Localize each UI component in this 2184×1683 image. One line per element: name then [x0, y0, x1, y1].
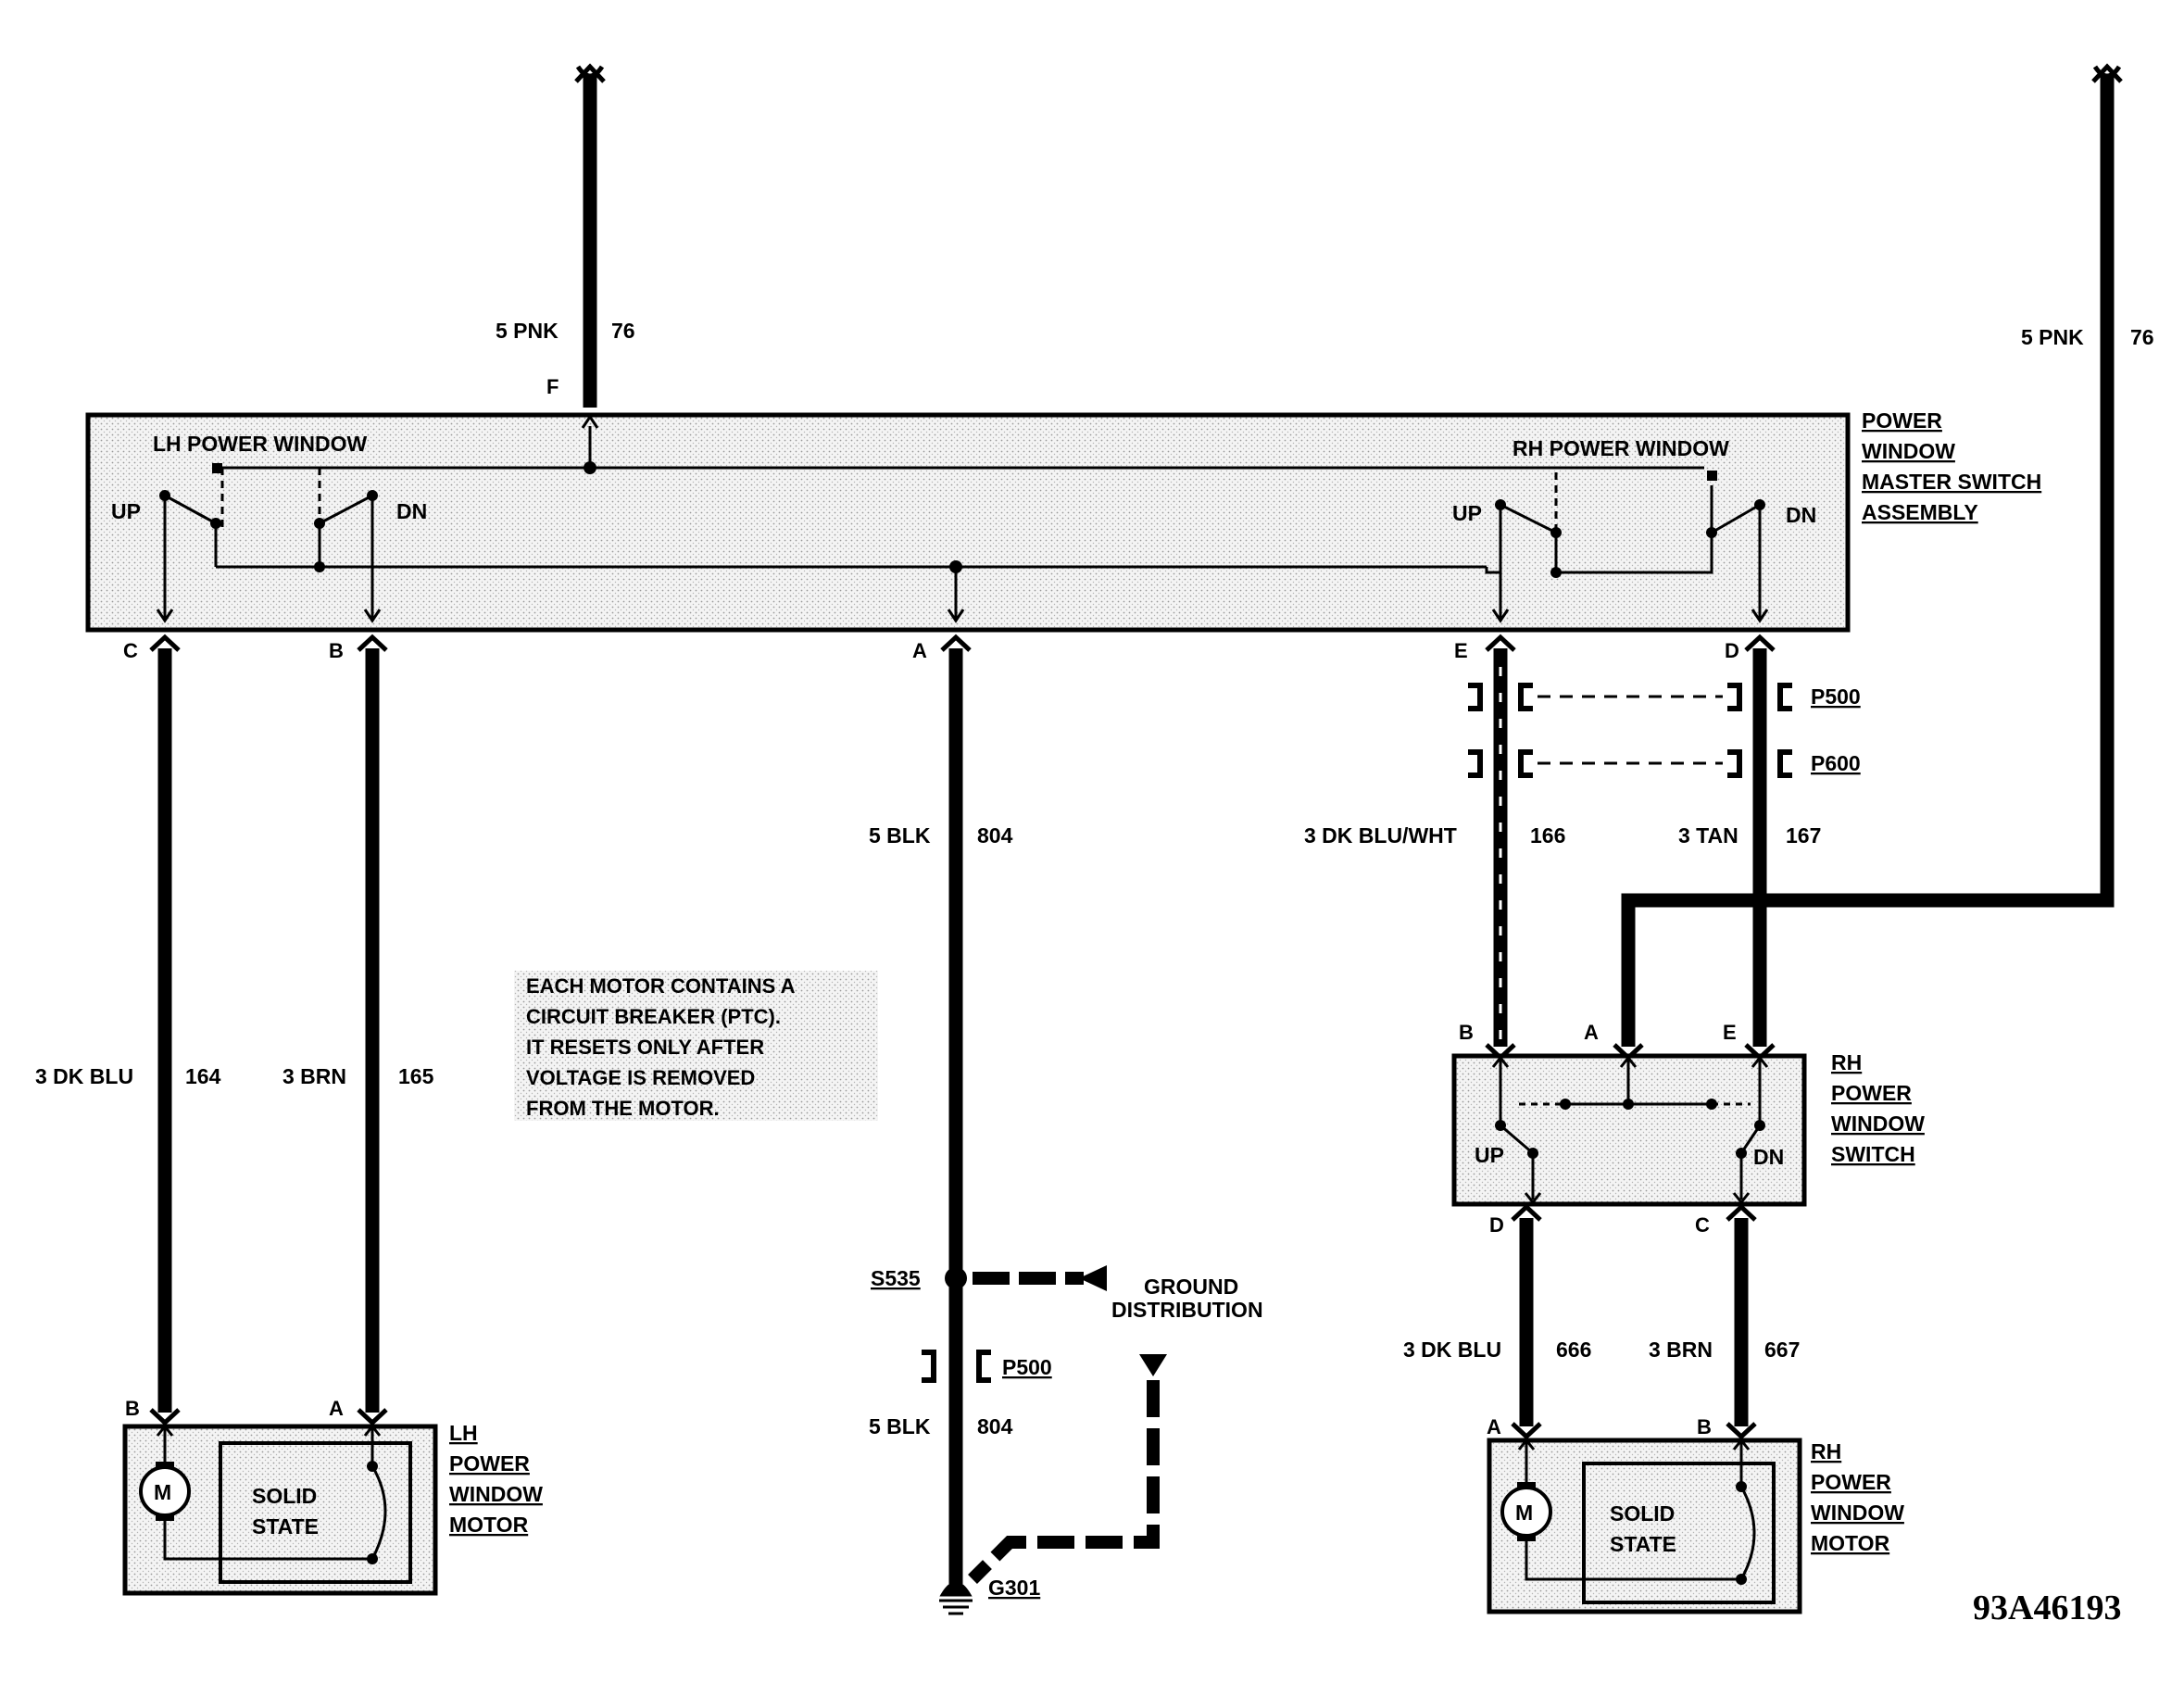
lh-power-window-motor: M SOLID STATE LH POWER WINDOW MOTOR	[122, 1421, 543, 1596]
svg-text:WINDOW: WINDOW	[1811, 1501, 1904, 1525]
ptc-note: EACH MOTOR CONTAINS A CIRCUIT BREAKER (P…	[514, 971, 878, 1121]
svg-text:SWITCH: SWITCH	[1831, 1142, 1915, 1166]
rh-switch-title: RH POWER WINDOW SWITCH	[1831, 1050, 1925, 1166]
lh-solid-state-line-2: STATE	[252, 1514, 319, 1539]
svg-text:CIRCUIT BREAKER (PTC).: CIRCUIT BREAKER (PTC).	[526, 1005, 781, 1028]
rh-power-window-motor: M SOLID STATE RH POWER WINDOW MOTOR	[1487, 1438, 1904, 1614]
svg-text:LH: LH	[449, 1421, 478, 1445]
pin-labels: F C B A E D B A E D C B A A B	[123, 375, 1739, 1438]
svg-text:VOLTAGE IS REMOVED: VOLTAGE IS REMOVED	[526, 1066, 755, 1089]
p600-label: P600	[1811, 751, 1861, 775]
svg-text:804: 804	[977, 823, 1013, 848]
svg-text:MOTOR: MOTOR	[449, 1513, 529, 1537]
svg-text:F: F	[546, 375, 559, 398]
inline-connectors	[922, 683, 1792, 1383]
svg-text:MOTOR: MOTOR	[1811, 1531, 1890, 1555]
svg-text:C: C	[123, 639, 138, 662]
svg-text:EACH MOTOR CONTAINS A: EACH MOTOR CONTAINS A	[526, 974, 796, 998]
svg-text:WINDOW: WINDOW	[449, 1482, 543, 1506]
svg-text:B: B	[1459, 1021, 1474, 1044]
svg-text:76: 76	[2130, 325, 2154, 349]
lh-up-label: UP	[111, 499, 141, 523]
rh-solid-state-line-2: STATE	[1610, 1532, 1676, 1556]
svg-text:666: 666	[1556, 1338, 1591, 1362]
svg-text:RH: RH	[1831, 1050, 1862, 1074]
lh-dn-label: DN	[396, 499, 427, 523]
ground-symbol	[939, 1581, 973, 1615]
svg-text:76: 76	[611, 319, 635, 343]
svg-text:A: A	[1487, 1415, 1501, 1438]
svg-text:5 BLK: 5 BLK	[869, 1414, 931, 1438]
svg-text:164: 164	[185, 1064, 221, 1088]
svg-text:B: B	[1697, 1415, 1712, 1438]
svg-text:B: B	[125, 1397, 140, 1420]
svg-text:POWER: POWER	[1831, 1081, 1912, 1105]
lh-power-window-label: LH POWER WINDOW	[153, 432, 368, 456]
svg-text:D: D	[1725, 639, 1739, 662]
lh-solid-state-line-1: SOLID	[252, 1484, 317, 1508]
svg-text:3 TAN: 3 TAN	[1678, 823, 1738, 848]
svg-text:B: B	[329, 639, 344, 662]
svg-text:5 BLK: 5 BLK	[869, 823, 931, 848]
svg-text:3 BRN: 3 BRN	[282, 1064, 346, 1088]
ground-circuit: S535 G301 GROUND DISTRIBUTION	[871, 1265, 1263, 1615]
svg-text:D: D	[1489, 1213, 1504, 1237]
rh-switch-up-label: UP	[1475, 1143, 1504, 1167]
master-switch-title: POWER WINDOW MASTER SWITCH ASSEMBLY	[1862, 408, 2041, 524]
svg-text:WINDOW: WINDOW	[1862, 439, 1955, 463]
svg-text:3 DK BLU: 3 DK BLU	[35, 1064, 133, 1088]
rh-motor-title: RH POWER WINDOW MOTOR	[1811, 1439, 1904, 1555]
rh-motor-symbol: M	[1515, 1501, 1533, 1525]
ground-distribution-line-1: GROUND	[1144, 1275, 1238, 1299]
svg-text:166: 166	[1530, 823, 1565, 848]
svg-text:ASSEMBLY: ASSEMBLY	[1862, 500, 1978, 524]
svg-text:WINDOW: WINDOW	[1831, 1112, 1925, 1136]
svg-text:A: A	[912, 639, 927, 662]
wire-labels: 5 PNK 76 5 PNK 76 3 DK BLU 164 3 BRN 165…	[35, 319, 2154, 1438]
rh-power-window-switch: UP DN RH POWER WINDOW SWITCH	[1451, 1050, 1925, 1207]
p500-ground-label: P500	[1002, 1355, 1052, 1379]
svg-text:E: E	[1454, 639, 1468, 662]
svg-text:667: 667	[1764, 1338, 1800, 1362]
master-switch-assembly: LH POWER WINDOW RH POWER WINDOW UP DN UP…	[85, 408, 2041, 633]
svg-text:C: C	[1695, 1213, 1710, 1237]
lh-motor-symbol: M	[154, 1480, 171, 1504]
svg-text:POWER: POWER	[1862, 408, 1942, 433]
rh-solid-state-line-1: SOLID	[1610, 1501, 1675, 1526]
wire-76-right	[1621, 74, 2115, 1047]
svg-text:165: 165	[398, 1064, 434, 1088]
rh-up-label: UP	[1452, 501, 1482, 525]
svg-text:FROM THE MOTOR.: FROM THE MOTOR.	[526, 1097, 720, 1120]
splice-label: S535	[871, 1266, 921, 1290]
p500-label: P500	[1811, 685, 1861, 709]
svg-text:3 BRN: 3 BRN	[1649, 1338, 1713, 1362]
rh-power-window-label: RH POWER WINDOW	[1512, 436, 1729, 460]
svg-text:E: E	[1723, 1021, 1737, 1044]
svg-text:3 DK BLU: 3 DK BLU	[1403, 1338, 1501, 1362]
svg-text:POWER: POWER	[1811, 1470, 1891, 1494]
rh-switch-dn-label: DN	[1753, 1145, 1784, 1169]
svg-text:A: A	[1584, 1021, 1599, 1044]
svg-text:IT RESETS ONLY AFTER: IT RESETS ONLY AFTER	[526, 1036, 764, 1059]
ground-label: G301	[988, 1576, 1040, 1600]
svg-text:A: A	[329, 1397, 344, 1420]
svg-text:167: 167	[1786, 823, 1821, 848]
svg-text:POWER: POWER	[449, 1451, 530, 1476]
lh-motor-title: LH POWER WINDOW MOTOR	[449, 1421, 543, 1537]
svg-text:804: 804	[977, 1414, 1013, 1438]
svg-text:MASTER SWITCH: MASTER SWITCH	[1862, 470, 2041, 494]
svg-text:RH: RH	[1811, 1439, 1841, 1463]
svg-text:5 PNK: 5 PNK	[496, 319, 559, 343]
diagram-code: 93A46193	[1973, 1589, 2121, 1627]
svg-text:5 PNK: 5 PNK	[2021, 325, 2084, 349]
ground-distribution-line-2: DISTRIBUTION	[1111, 1298, 1263, 1322]
rh-dn-label: DN	[1786, 503, 1816, 527]
svg-text:3 DK BLU/WHT: 3 DK BLU/WHT	[1304, 823, 1457, 848]
